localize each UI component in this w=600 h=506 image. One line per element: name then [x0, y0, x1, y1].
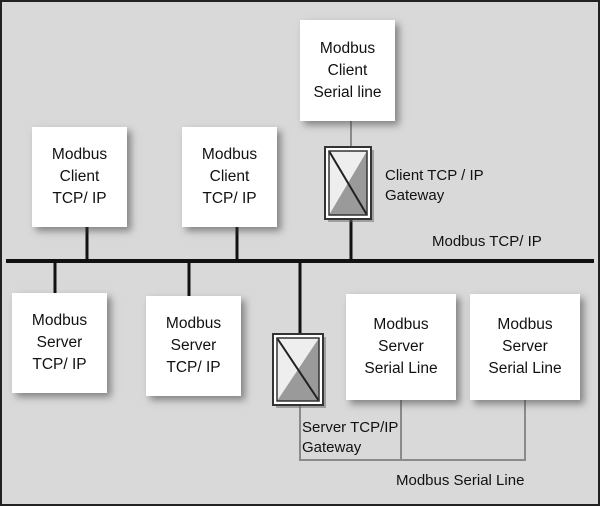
node-client-tcp-2: Modbus Client TCP/ IP [182, 127, 277, 227]
tcp-bus-label: Modbus TCP/ IP [432, 233, 542, 250]
node-client-tcp-1: Modbus Client TCP/ IP [32, 127, 127, 227]
node-server-serial-2: Modbus Server Serial Line [470, 294, 580, 400]
node-line: Client [327, 61, 368, 79]
node-server-tcp-1: Modbus Server TCP/ IP [12, 293, 107, 393]
node-line: Modbus [31, 312, 88, 329]
node-line: Modbus [373, 316, 429, 333]
node-line: Serial line [313, 83, 382, 101]
client-gateway-label: Client TCP / IP Gateway [385, 166, 484, 206]
label-line: Server TCP/IP [302, 419, 399, 436]
node-line: Modbus [201, 146, 258, 163]
node-line: TCP/ IP [52, 190, 107, 207]
node-server-serial-1: Modbus Server Serial Line [346, 294, 456, 400]
client-gateway-icon [324, 146, 374, 222]
node-line: TCP/ IP [202, 190, 257, 207]
server-gateway-label: Server TCP/IP Gateway [302, 418, 398, 458]
serial-line-bus [299, 400, 526, 461]
node-line: Serial Line [488, 360, 562, 377]
node-line: Modbus [319, 39, 376, 57]
label-line: Gateway [385, 187, 445, 204]
server-gateway-icon [272, 333, 326, 408]
node-line: Server [170, 337, 217, 354]
node-line: TCP/ IP [166, 359, 221, 376]
node-line: Modbus [165, 315, 222, 332]
node-line: TCP/ IP [32, 356, 87, 373]
node-server-tcp-2: Modbus Server TCP/ IP [146, 296, 241, 396]
node-line: Modbus [51, 146, 108, 163]
node-line: Modbus [497, 316, 553, 333]
node-line: Client [59, 168, 100, 185]
node-line: Serial Line [364, 360, 438, 377]
node-line: Server [36, 334, 83, 351]
node-line: Client [209, 168, 250, 185]
serial-bus-label: Modbus Serial Line [396, 472, 525, 489]
label-line: Client TCP / IP [385, 167, 484, 184]
node-line: Server [502, 338, 548, 355]
label-line: Gateway [302, 439, 362, 456]
node-line: Server [378, 338, 424, 355]
node-client-serial: Modbus Client Serial line [300, 20, 395, 121]
